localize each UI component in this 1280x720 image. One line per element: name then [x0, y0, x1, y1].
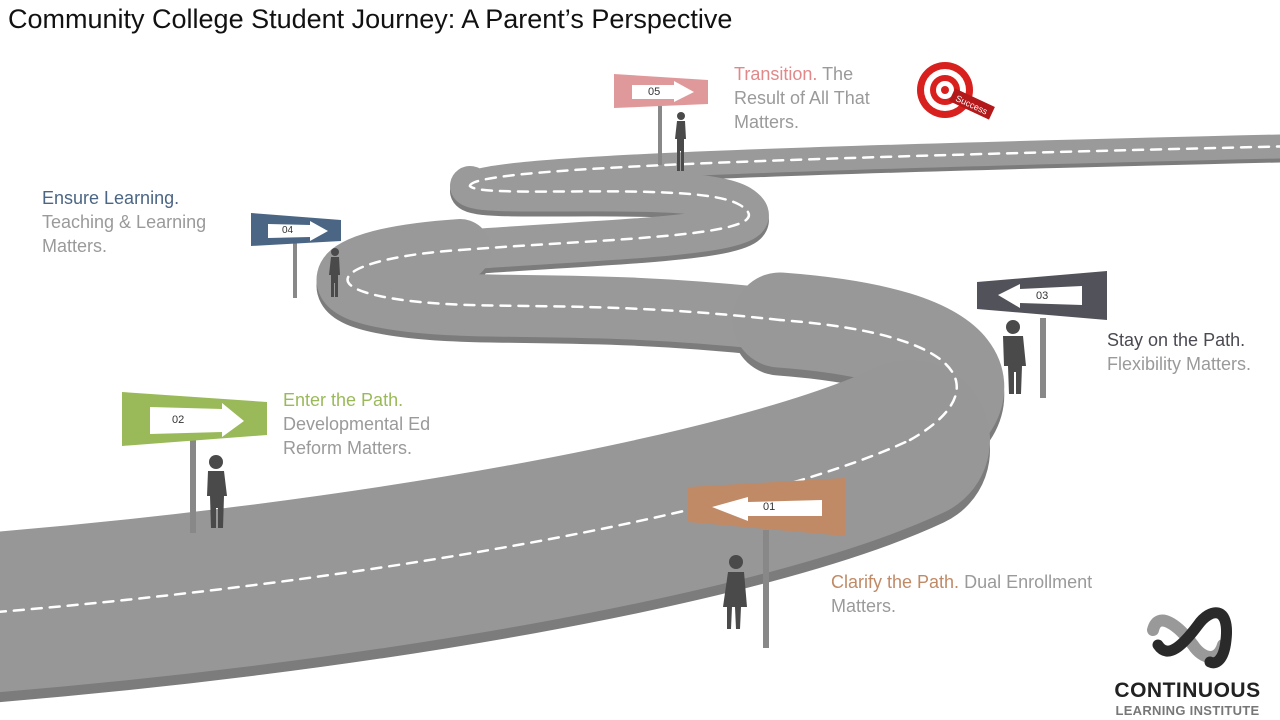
- step-03-caption: Stay on the Path. Flexibility Matters.: [1107, 328, 1257, 376]
- sign-01: [688, 478, 845, 536]
- sign-03: [977, 271, 1107, 320]
- step-02-heading: Enter the Path.: [283, 390, 404, 410]
- step-02-body: Developmental Ed Reform Matters.: [283, 414, 431, 458]
- step-05-caption: Transition. The Result of All That Matte…: [734, 62, 889, 134]
- step-01-caption: Clarify the Path. Dual Enrollment Matter…: [831, 570, 1151, 618]
- step-03-body: Flexibility Matters.: [1107, 354, 1252, 374]
- sign-number-02: 02: [172, 414, 185, 426]
- step-04-caption: Ensure Learning. Teaching & Learning Mat…: [42, 186, 242, 258]
- sign-02: [122, 392, 267, 446]
- continuous-learning-institute-logo: CONTINUOUS LEARNING INSTITUTE: [1100, 600, 1275, 718]
- step-05-body: The Result of All That Matters.: [734, 64, 870, 132]
- sign-posts: [190, 105, 1046, 648]
- person-icon: [329, 248, 340, 297]
- sign-number-01: 01: [763, 501, 776, 513]
- sign-number-04: 04: [282, 225, 294, 236]
- step-01-heading: Clarify the Path.: [831, 572, 960, 592]
- person-icon: [207, 455, 227, 528]
- sign-number-03: 03: [1036, 290, 1049, 302]
- person-silhouettes: [207, 112, 1026, 629]
- person-icon: [675, 112, 686, 171]
- step-02-caption: Enter the Path. Developmental Ed Reform …: [283, 388, 458, 460]
- logo-line-1: CONTINUOUS: [1114, 679, 1261, 702]
- sign-05: [614, 74, 708, 108]
- person-icon: [1003, 320, 1026, 394]
- logo-line-2: LEARNING INSTITUTE: [1115, 703, 1260, 718]
- person-icon: [723, 555, 747, 629]
- step-03-heading: Stay on the Path.: [1107, 330, 1246, 350]
- step-04-body: Teaching & Learning Matters.: [42, 212, 207, 256]
- page-title: Community College Student Journey: A Par…: [8, 4, 733, 34]
- infinity-logo-icon: [1146, 607, 1232, 669]
- step-01-body: Dual Enrollment Matters.: [831, 572, 1093, 616]
- sign-number-05: 05: [648, 86, 661, 98]
- success-target-icon: Success: [917, 62, 995, 120]
- step-04-heading: Ensure Learning.: [42, 188, 180, 208]
- sign-04: [251, 213, 341, 246]
- step-05-heading: Transition.: [734, 64, 818, 84]
